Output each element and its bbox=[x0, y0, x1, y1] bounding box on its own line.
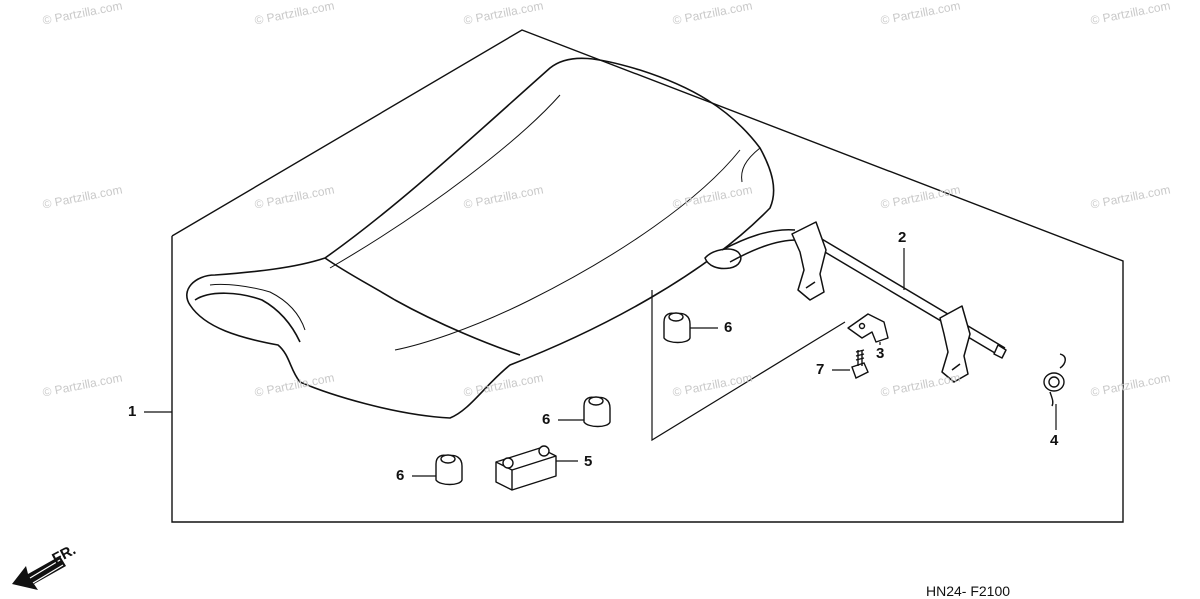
bolt-part[interactable] bbox=[851, 349, 869, 379]
clip-part[interactable] bbox=[847, 313, 889, 343]
callout-rubber-lower[interactable]: 6 bbox=[396, 467, 405, 484]
callout-rubber-mid[interactable]: 6 bbox=[542, 411, 551, 428]
callout-cushion[interactable]: 5 bbox=[584, 453, 593, 470]
rubber-bumper-mid[interactable] bbox=[583, 396, 611, 428]
assembly-boundary bbox=[171, 29, 1124, 523]
callout-spring[interactable]: 4 bbox=[1050, 432, 1059, 449]
spring-part[interactable] bbox=[1043, 353, 1066, 407]
cushion-part[interactable] bbox=[495, 445, 557, 491]
arrow-down-left-icon bbox=[12, 556, 66, 590]
callout-latch-rod[interactable]: 2 bbox=[898, 229, 907, 246]
callout-bolt[interactable]: 7 bbox=[816, 361, 825, 378]
seat-part[interactable] bbox=[186, 57, 775, 419]
rubber-bumper-upper[interactable] bbox=[663, 312, 691, 344]
callout-seat[interactable]: 1 bbox=[128, 403, 137, 420]
callout-clip[interactable]: 3 bbox=[876, 345, 885, 362]
subassembly-boundary bbox=[651, 290, 846, 442]
seat-latch-rod-part[interactable] bbox=[704, 221, 1007, 383]
callout-rubber-upper[interactable]: 6 bbox=[724, 319, 733, 336]
rubber-bumper-lower[interactable] bbox=[435, 454, 463, 486]
diagram-code: HN24- F2100 bbox=[926, 583, 1011, 599]
